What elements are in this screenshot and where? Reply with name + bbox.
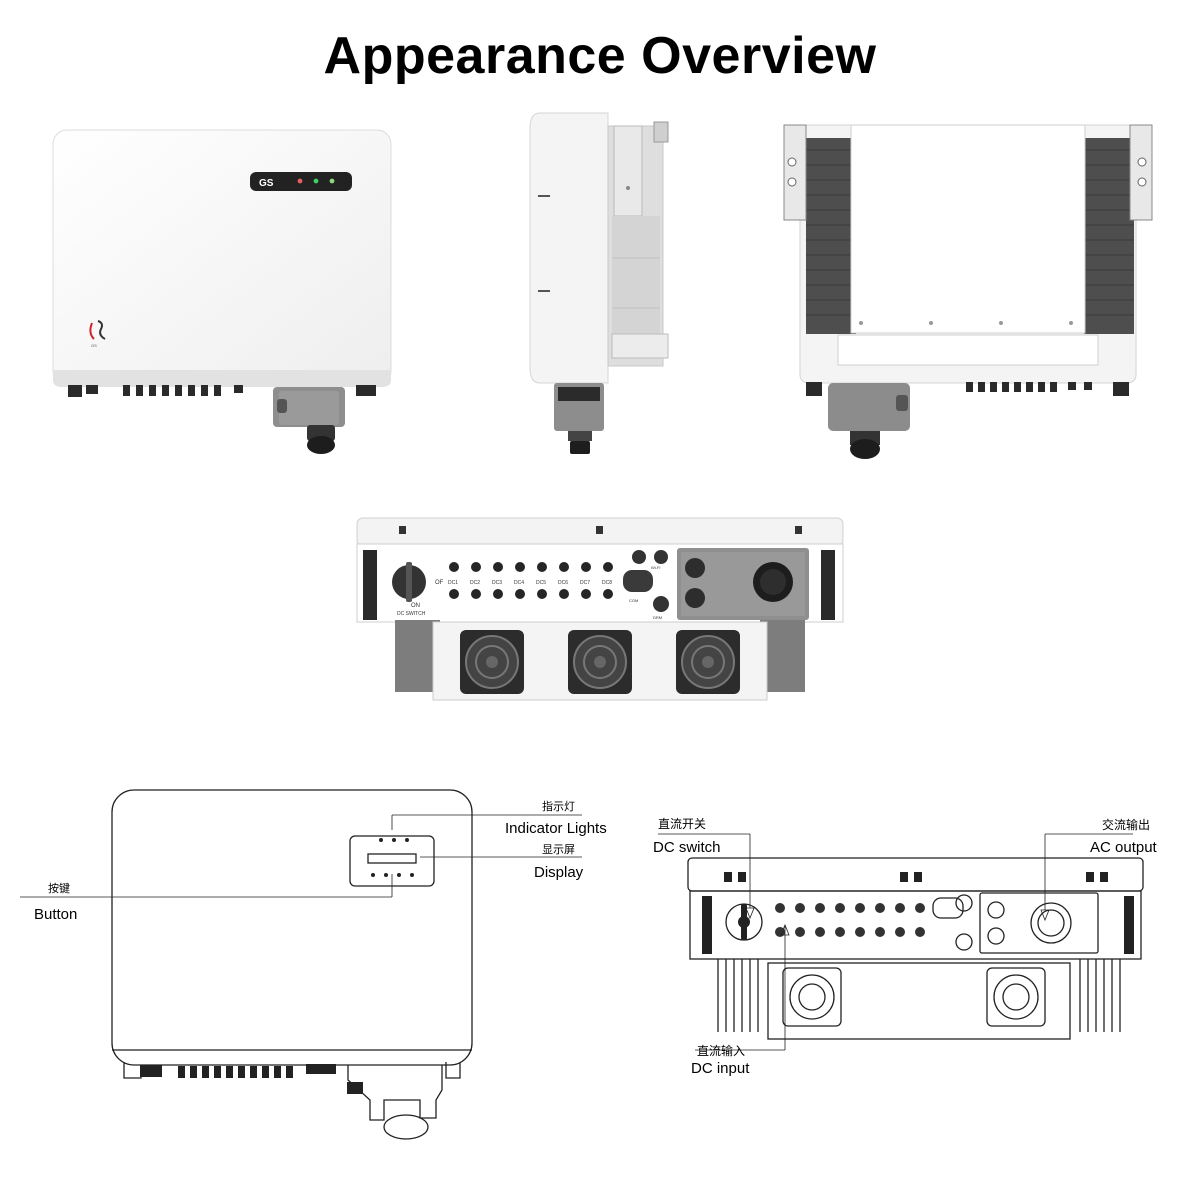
svg-text:Wi-Fi: Wi-Fi xyxy=(651,565,660,570)
svg-text:OF: OF xyxy=(435,580,444,586)
side-ac-box xyxy=(554,383,604,454)
ac-output-box xyxy=(677,548,809,620)
svg-text:DC4: DC4 xyxy=(514,580,524,586)
dc-switch-label-cn: 直流开关 xyxy=(658,817,706,831)
brand-mark: GS xyxy=(89,320,106,348)
fan-3 xyxy=(676,630,740,694)
svg-text:DC SWITCH: DC SWITCH xyxy=(397,611,426,617)
fan-plate-outline xyxy=(767,962,1071,1040)
mounting-bracket-left xyxy=(783,124,807,221)
dc-input-connector-grid xyxy=(775,903,925,937)
svg-text:ON: ON xyxy=(411,603,420,609)
dc-input-label: DC input xyxy=(691,1060,750,1077)
fan-1 xyxy=(460,630,524,694)
svg-text:DC6: DC6 xyxy=(558,580,568,586)
side-view-photo xyxy=(529,112,669,454)
ac-output-outline xyxy=(979,892,1099,954)
fan-2 xyxy=(568,630,632,694)
mounting-bracket-right xyxy=(1129,124,1153,221)
svg-text:GS: GS xyxy=(91,343,97,348)
svg-text:DC7: DC7 xyxy=(580,580,590,586)
dc-input-label-cn: 直流输入 xyxy=(697,1043,745,1058)
heatsink-right xyxy=(1084,138,1134,334)
back-plate xyxy=(850,124,1086,334)
display-label-cn: 显示屏 xyxy=(542,843,575,856)
dc-input-connectors: DC1 DC2 DC3 DC4 DC5 DC6 DC7 DC8 xyxy=(448,562,613,599)
svg-text:DC3: DC3 xyxy=(492,580,502,586)
ac-output-label: AC output xyxy=(1090,839,1158,856)
ac-output-label-cn: 交流输出 xyxy=(1102,817,1150,832)
bottom-connectors xyxy=(68,385,376,397)
logo-text: GS xyxy=(259,178,274,189)
display-label: Display xyxy=(534,864,584,881)
button-label: Button xyxy=(34,906,77,923)
inverter-outline xyxy=(111,789,473,1066)
svg-text:DRM: DRM xyxy=(653,615,662,620)
dc-switch-label: DC switch xyxy=(653,839,721,856)
indicator-panel: GS xyxy=(250,172,352,191)
connector-panel-outline xyxy=(689,890,1142,960)
svg-text:COM: COM xyxy=(629,598,638,603)
front-line-diagram: 指示灯 Indicator Lights 显示屏 Display 按键 Butt… xyxy=(20,789,607,1140)
svg-text:DC5: DC5 xyxy=(536,580,546,586)
heatsink xyxy=(607,121,669,367)
page-title: Appearance Overview xyxy=(323,27,877,85)
bottom-line-diagram: 直流开关 DC switch 交流输出 AC output 直流输入 DC in… xyxy=(653,817,1158,1077)
back-connectors xyxy=(806,382,1129,396)
comm-ports: Wi-Fi COM DRM xyxy=(623,550,669,620)
heatsink-left xyxy=(806,138,856,334)
svg-text:DC2: DC2 xyxy=(470,580,480,586)
dc-switch[interactable]: OF ON DC SWITCH xyxy=(392,562,444,617)
front-view-photo: GS GS xyxy=(52,129,392,454)
back-ac-box xyxy=(828,383,910,459)
svg-text:DC8: DC8 xyxy=(602,580,612,586)
indicator-lights-label-cn: 指示灯 xyxy=(542,799,575,813)
button-label-cn: 按键 xyxy=(48,881,70,895)
svg-text:DC1: DC1 xyxy=(448,580,458,586)
ac-terminal-box xyxy=(273,387,345,454)
indicator-lights-label: Indicator Lights xyxy=(505,820,607,837)
bottom-view-photo: OF ON DC SWITCH DC1 DC2 DC3 DC4 DC5 DC6 … xyxy=(356,517,844,701)
back-view-photo xyxy=(783,124,1153,459)
